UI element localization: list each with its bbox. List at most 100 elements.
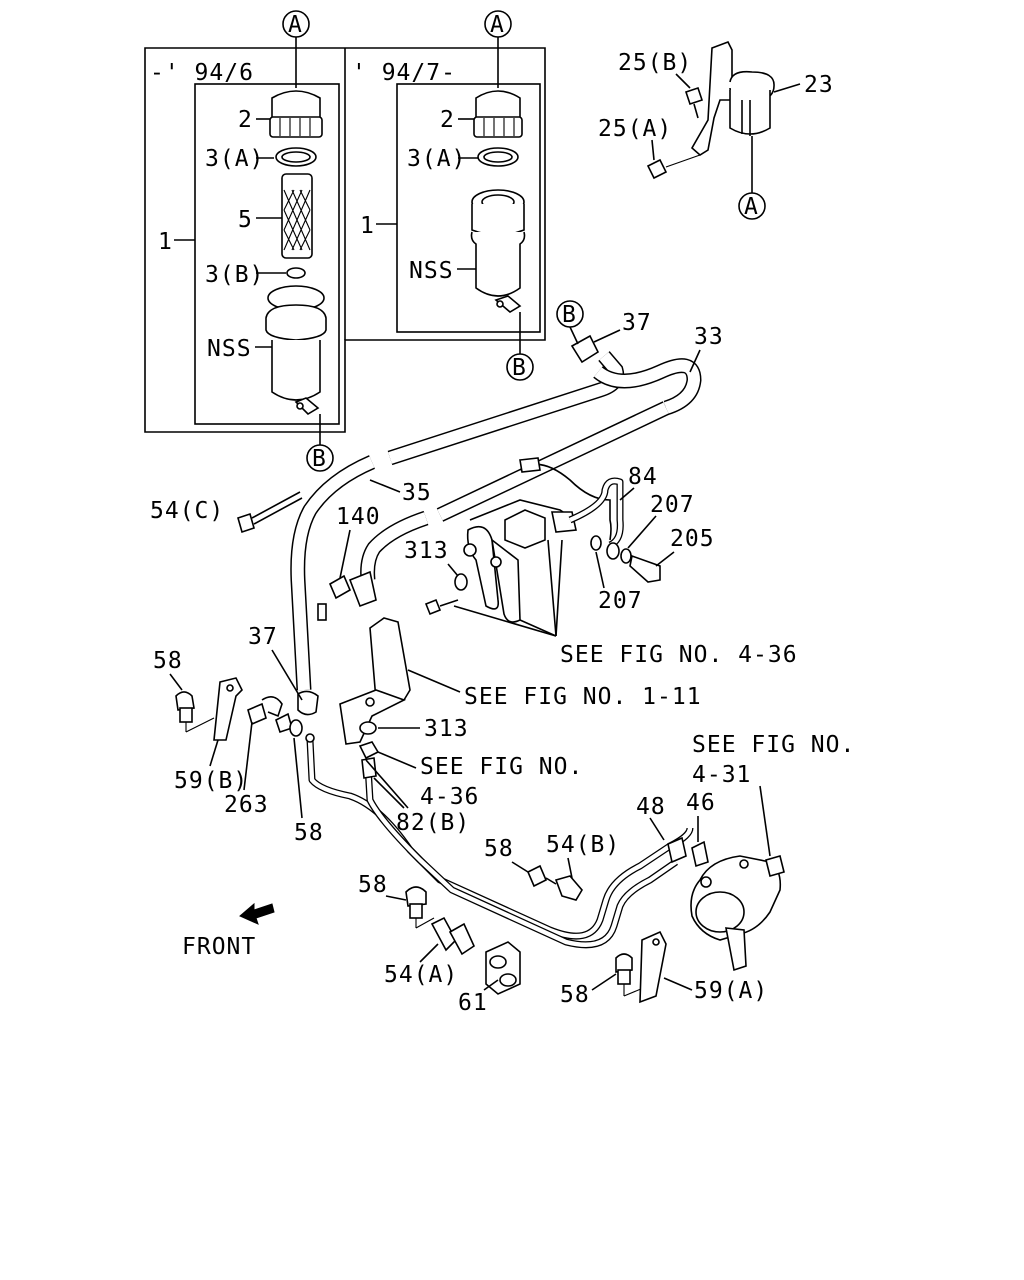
label-3a-right: 3(A) xyxy=(407,146,466,172)
label-bracket-59b: 59(B) xyxy=(174,768,248,794)
washer-207-left xyxy=(590,535,602,551)
ref-b-left-label: B xyxy=(312,446,327,472)
washer-313-lower xyxy=(359,721,377,735)
union-fitting xyxy=(606,542,620,560)
bolt-25b-head xyxy=(684,86,704,106)
left-variant-header: -' 94/6 xyxy=(150,60,254,86)
right-assembly-box xyxy=(396,83,541,333)
reservoir-clamp-group: A 25(B) 25(A) 23 xyxy=(598,40,834,220)
label-bolt-58-mid: 58 xyxy=(294,820,324,846)
front-arrow-icon xyxy=(239,902,275,925)
ref-b-hose-label: B xyxy=(562,302,577,328)
see-fig-4-31: 4-31 xyxy=(692,762,751,788)
pump-outline xyxy=(519,463,612,541)
pump-bolt xyxy=(424,598,442,616)
ref-a-left-label: A xyxy=(288,12,303,38)
label-3b: 3(B) xyxy=(205,262,264,288)
label-hose-35: 35 xyxy=(402,480,432,506)
hoses xyxy=(290,351,702,691)
label-bolt-205: 205 xyxy=(670,526,715,552)
label-clip-54a: 54(A) xyxy=(384,962,458,988)
pump-fitting-top xyxy=(519,457,541,473)
label-clip-54b: 54(B) xyxy=(546,832,620,858)
left-reservoir-assembly: A B 2 3(A) 5 3(B) NSS xyxy=(158,10,334,472)
label-washer-207-top: 207 xyxy=(650,492,695,518)
bolt-58-bracket59a xyxy=(615,953,633,973)
label-pipe-84: 84 xyxy=(628,464,658,490)
pressure-return-pipes: 82(B) 48 46 xyxy=(305,733,716,949)
front-direction-indicator: FRONT xyxy=(182,902,275,960)
bracket-59a xyxy=(639,930,667,1004)
label-pipe-48: 48 xyxy=(636,794,666,820)
label-bolt-58-left: 58 xyxy=(153,648,183,674)
ref-circle-b-left xyxy=(306,444,334,472)
see-fig-4-36-lower: 4-36 xyxy=(420,784,479,810)
label-filter-5: 5 xyxy=(238,207,253,233)
bolt-58-clip54a xyxy=(405,886,427,907)
label-washer-313-lower: 313 xyxy=(424,716,469,742)
label-bracket-59a: 59(A) xyxy=(694,978,768,1004)
label-bolt-58-clip54b: 58 xyxy=(484,836,514,862)
clip-263 xyxy=(247,702,267,726)
pump-bracket xyxy=(466,525,500,610)
bolt-58-clip54b xyxy=(526,864,548,888)
ref-a-clamp-label: A xyxy=(744,194,759,220)
reservoir-body-right xyxy=(470,231,526,297)
label-clamp-23: 23 xyxy=(804,72,834,98)
see-fig-no-lower: SEE FIG NO. xyxy=(420,754,583,780)
label-grommet-61: 61 xyxy=(458,990,488,1016)
label-washer-207-bottom: 207 xyxy=(598,588,643,614)
label-pipe-46: 46 xyxy=(686,790,716,816)
reservoir-cap-left xyxy=(271,90,321,119)
label-nss-right: NSS xyxy=(409,258,454,284)
right-variant-header: ' 94/7- xyxy=(352,60,456,86)
label-assembly-left: 1 xyxy=(158,229,173,255)
label-bolt-58-bracket59a: 58 xyxy=(560,982,590,1008)
label-3a-left: 3(A) xyxy=(205,146,264,172)
bolt-25a-head xyxy=(646,158,668,180)
label-cap-right: 2 xyxy=(440,107,455,133)
label-pipe-82b: 82(B) xyxy=(396,810,470,836)
hose-clamp-37-bottom xyxy=(297,690,319,716)
pipe-82b-fitting xyxy=(361,757,377,779)
steering-gearbox: SEE FIG NO. 4-31 xyxy=(690,732,854,972)
left-assembly-box xyxy=(194,83,340,425)
label-clip-263: 263 xyxy=(224,792,269,818)
mount-bracket-base xyxy=(339,689,407,745)
reservoir-cap-right xyxy=(475,90,521,119)
washer-313-upper xyxy=(454,573,468,591)
ref-circle-a-clamp xyxy=(738,192,766,220)
lower-clips-group: 58 54(B) 58 54(A) 61 58 59(A) xyxy=(358,832,768,1016)
label-25a: 25(A) xyxy=(598,116,672,142)
reservoir-cap-ribs-left xyxy=(269,116,323,138)
ref-circle-b-right xyxy=(506,353,534,381)
ref-a-right-label: A xyxy=(490,12,505,38)
label-assembly-right: 1 xyxy=(360,213,375,239)
reservoir-outlet-left xyxy=(294,397,320,416)
reservoir-body-left xyxy=(271,340,321,401)
reservoir-outlet-right xyxy=(494,295,522,313)
bolt-58-left xyxy=(175,691,195,711)
pump-body xyxy=(504,509,546,549)
union-bolt-205 xyxy=(629,554,661,583)
label-hose-33: 33 xyxy=(694,324,724,350)
see-fig-1-11: SEE FIG NO. 1-11 xyxy=(464,684,702,710)
label-25b: 25(B) xyxy=(618,50,692,76)
power-steering-pump-area: 84 207 205 207 313 140 35 SEE FIG NO. 4-… xyxy=(317,457,798,668)
label-cap-left: 2 xyxy=(238,107,253,133)
label-nss-left: NSS xyxy=(207,336,252,362)
bracket-59b-group: 37 58 59(B) 263 58 xyxy=(153,624,324,846)
see-fig-4-36-pump: SEE FIG NO. 4-36 xyxy=(560,642,798,668)
o-ring-3b xyxy=(286,267,306,279)
hose-clamp-37-top: B 37 33 xyxy=(556,300,724,373)
label-switch-140: 140 xyxy=(336,504,381,530)
front-label: FRONT xyxy=(182,934,256,960)
reservoir-variants: -' 94/6 ' 94/7- xyxy=(144,47,546,433)
label-clamp-37-bottom: 37 xyxy=(248,624,278,650)
label-clamp-37-top: 37 xyxy=(622,310,652,336)
pipe-46-fitting xyxy=(691,840,709,868)
label-cable-tie-54c: 54(C) xyxy=(150,498,224,524)
gearbox-shaft xyxy=(725,927,747,972)
pipe-48-fitting xyxy=(667,836,687,864)
